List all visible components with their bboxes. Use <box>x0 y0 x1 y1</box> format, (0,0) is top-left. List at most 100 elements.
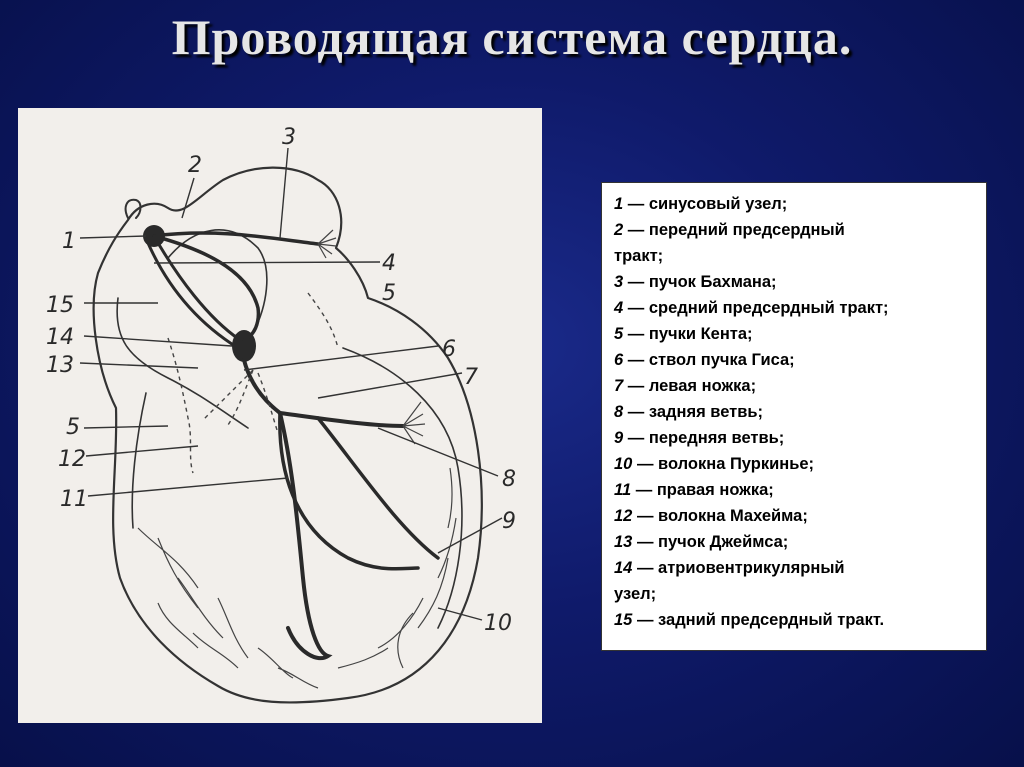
diagram-label-1: 1 <box>62 229 76 254</box>
left-bundle <box>278 411 405 428</box>
diagram-label-5b: 5 <box>66 415 80 440</box>
bachmann-bundle <box>152 231 320 246</box>
legend-text: задний предсердный тракт. <box>658 611 885 629</box>
legend-text: волокна Махейма; <box>658 507 808 525</box>
legend-text: ствол пучка Гиса; <box>648 351 795 369</box>
legend-number: 9 <box>614 429 624 447</box>
anterior-tract <box>152 234 261 342</box>
legend-dash: — <box>623 429 649 447</box>
legend-dash: — <box>623 273 649 291</box>
legend-list: 1 — синусовый узел;2 — передний предсерд… <box>614 191 974 633</box>
legend-item: 5 — пучки Кента; <box>614 321 974 347</box>
legend-dash: — <box>623 195 649 213</box>
diagram-label-4: 4 <box>382 251 396 276</box>
legend-item: 9 — передняя ветвь; <box>614 425 974 451</box>
diagram-label-14: 14 <box>46 325 74 350</box>
legend-dash: — <box>632 559 659 577</box>
legend-item: 11 — правая ножка; <box>614 477 974 503</box>
legend-number: 2 <box>614 221 624 239</box>
legend-number: 4 <box>614 299 624 317</box>
legend-number: 8 <box>614 403 624 421</box>
diagram-label-3: 3 <box>282 125 296 150</box>
legend-text: передний предсердный <box>648 221 845 239</box>
legend-text: передняя ветвь; <box>648 429 785 447</box>
legend-number: 15 <box>614 611 633 629</box>
legend-number: 12 <box>614 507 633 525</box>
diagram-labels: 1 2 3 4 5 6 7 8 9 10 11 12 13 14 15 5 <box>46 125 516 636</box>
right-bundle <box>278 411 333 661</box>
diagram-label-6: 6 <box>442 337 456 362</box>
heart-diagram-svg: 1 2 3 4 5 6 7 8 9 10 11 12 13 14 15 5 <box>46 125 516 704</box>
legend-item: 10 — волокна Пуркинье; <box>614 451 974 477</box>
legend-dash: — <box>632 507 659 525</box>
legend-text: узел; <box>614 585 657 603</box>
legend-dash: — <box>623 325 649 343</box>
heart-diagram: 1 2 3 4 5 6 7 8 9 10 11 12 13 14 15 5 <box>18 108 542 723</box>
legend-text: задняя ветвь; <box>648 403 764 421</box>
legend-number: 11 <box>614 481 632 499</box>
posterior-branch <box>316 416 440 560</box>
diagram-label-15: 15 <box>46 293 74 318</box>
diagram-label-12: 12 <box>58 447 86 472</box>
legend-dash: — <box>631 481 657 499</box>
legend-dash: — <box>623 377 649 395</box>
legend-dash: — <box>632 611 659 629</box>
legend-number: 14 <box>614 559 633 577</box>
legend-dash: — <box>623 351 649 369</box>
legend-text: пучок Бахмана; <box>648 273 777 291</box>
legend-text: синусовый узел; <box>648 195 788 213</box>
purkinje-fibers <box>137 229 457 689</box>
legend-dash: — <box>623 221 649 239</box>
diagram-label-9: 9 <box>502 509 516 534</box>
middle-tract <box>152 234 242 342</box>
legend-number: 7 <box>614 377 624 395</box>
diagram-label-13: 13 <box>46 353 74 378</box>
legend-number: 3 <box>614 273 624 291</box>
leader-lines <box>79 147 503 621</box>
his-bundle <box>242 358 282 415</box>
legend-item: узел; <box>614 581 974 607</box>
legend-text: левая ножка; <box>648 377 757 395</box>
legend: 1 — синусовый узел;2 — передний предсерд… <box>601 182 987 651</box>
legend-text: средний предсердный тракт; <box>648 299 889 317</box>
ventricle-outline <box>131 347 463 629</box>
diagram-label-10: 10 <box>484 611 512 636</box>
legend-dash: — <box>623 403 649 421</box>
legend-item: 12 — волокна Махейма; <box>614 503 974 529</box>
legend-number: 1 <box>614 195 624 213</box>
posterior-tract <box>146 241 240 350</box>
vessel-stub <box>124 198 142 219</box>
legend-item: 4 — средний предсердный тракт; <box>614 295 974 321</box>
legend-text: правая ножка; <box>656 481 774 499</box>
legend-item: 3 — пучок Бахмана; <box>614 269 974 295</box>
legend-text: пучки Кента; <box>648 325 753 343</box>
legend-item: 7 — левая ножка; <box>614 373 974 399</box>
legend-number: 5 <box>614 325 624 343</box>
legend-item: тракт; <box>614 243 974 269</box>
legend-text: атриовентрикулярный <box>658 559 845 577</box>
legend-dash: — <box>632 533 659 551</box>
legend-dash: — <box>623 299 649 317</box>
legend-text: пучок Джеймса; <box>658 533 789 551</box>
legend-item: 2 — передний предсердный <box>614 217 974 243</box>
legend-number: 10 <box>614 455 633 473</box>
anterior-branch <box>278 411 420 571</box>
diagram-label-2: 2 <box>188 153 202 178</box>
legend-text: волокна Пуркинье; <box>658 455 815 473</box>
legend-number: 6 <box>614 351 624 369</box>
atrial-outline <box>116 229 268 429</box>
diagram-label-7: 7 <box>464 365 478 390</box>
legend-item: 1 — синусовый узел; <box>614 191 974 217</box>
legend-item: 13 — пучок Джеймса; <box>614 529 974 555</box>
legend-dash: — <box>632 455 659 473</box>
diagram-label-11: 11 <box>60 487 88 512</box>
diagram-label-5: 5 <box>382 281 396 306</box>
legend-text: тракт; <box>614 247 664 265</box>
legend-item: 6 — ствол пучка Гиса; <box>614 347 974 373</box>
legend-item: 14 — атриовентрикулярный <box>614 555 974 581</box>
slide-title: Проводящая система сердца. <box>171 9 853 65</box>
legend-item: 15 — задний предсердный тракт. <box>614 607 974 633</box>
heart-outline <box>92 166 483 704</box>
legend-number: 13 <box>614 533 633 551</box>
accessory-fibers <box>167 292 339 474</box>
